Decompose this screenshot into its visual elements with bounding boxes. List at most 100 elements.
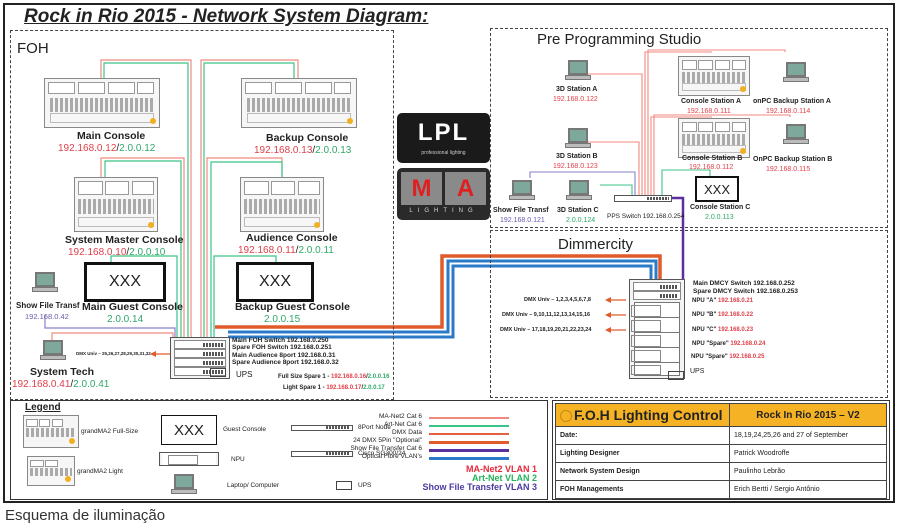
title-block-header-right: Rock In Rio 2015 – V2 xyxy=(729,403,887,427)
system-master-console-label: System Master Console xyxy=(65,234,184,246)
legend-line-label: MA-Net2 Cat 6 xyxy=(379,413,422,420)
legend-node-icon xyxy=(291,425,353,431)
lpl-logo: LPL professional lighting xyxy=(397,113,490,163)
foh-ups-icon xyxy=(210,368,226,377)
console-station-a-label: Console Station A xyxy=(681,98,742,105)
legend-npu-icon xyxy=(159,452,219,466)
dimmercity-zone-label: Dimmercity xyxy=(558,236,633,253)
ma-lighting-logo: M A LIGHTING xyxy=(397,168,490,220)
audience-console-ip: 192.168.0.11/2.0.0.11 xyxy=(238,245,334,256)
cable-artnet-backupguest xyxy=(213,255,277,340)
console-station-b-ip: 192.168.0.112 xyxy=(689,164,734,171)
npu-c-unit xyxy=(631,332,680,348)
npu-b-unit xyxy=(631,317,680,333)
3d-station-b-ip: 192.168.0.123 xyxy=(553,163,598,170)
onpc-backup-b-laptop-icon xyxy=(783,124,809,146)
show-file-laptop-icon xyxy=(32,272,58,294)
legend-title: Legend xyxy=(25,402,61,413)
system-tech-ip: 192.168.0.41/2.0.0.41 xyxy=(12,379,110,390)
legend-ups-icon xyxy=(336,481,352,490)
backup-console-label: Backup Console xyxy=(266,132,349,144)
console-station-c-ip: 2.0.0.113 xyxy=(705,214,734,221)
3d-station-a-label: 3D Station A xyxy=(556,86,598,93)
foh-dmx-output-label: DMX Univ – 25,26,27,28,29,30,31,32 xyxy=(76,351,151,356)
main-audience-8port-label: Main Audience 8port 192.168.0.31 xyxy=(232,351,336,359)
console-station-c-label: Console Station C xyxy=(690,204,751,211)
cable-artnet-mainguest xyxy=(110,255,178,340)
legend-full-size-icon xyxy=(23,415,79,448)
onpc-backup-a-ip: 192.168.0.114 xyxy=(766,108,811,115)
audience-console-label: Audience Console xyxy=(246,232,338,244)
legend-line-swatch xyxy=(429,449,509,452)
foh-rack-labels: Main FOH Switch 192.168.0.250 Spare FOH … xyxy=(232,337,339,366)
pps-switch-label: PPS Switch 192.168.0.254 xyxy=(607,213,685,220)
foh-management-value: Erich Bertti / Sergio Antônio xyxy=(729,480,887,499)
foh-zone-label: FOH xyxy=(17,40,49,57)
lighting-designer-label: Lighting Designer xyxy=(555,444,730,463)
legend-line-label: DMX Data xyxy=(392,429,422,436)
cable-artnet-sysmaster xyxy=(104,160,182,340)
backup-guest-console-box: XXX xyxy=(236,262,314,302)
legend-vlan-list: MA-Net2 VLAN 1 Art-Net VLAN 2 Show File … xyxy=(422,465,537,492)
cable-manet-sysmaster xyxy=(100,157,185,340)
dmx-arrow-2 xyxy=(605,312,611,318)
dmx-output-1-label: DMX Univ – 1,2,3,4,5,6,7,8 xyxy=(524,297,591,303)
cable-showfile-foh xyxy=(44,315,176,340)
pre-programming-zone xyxy=(490,28,888,228)
foh-zone xyxy=(10,30,394,400)
cable-artnet-main xyxy=(103,62,189,340)
network-design-value: Paulinho Lebrão xyxy=(729,462,887,481)
main-console-ip: 192.168.0.12/2.0.0.12 xyxy=(58,143,156,154)
lighting-designer-value: Patrick Woodroffe xyxy=(729,444,887,463)
foh-rack xyxy=(170,337,230,379)
legend-cisco-label: Cisco SG300/24 xyxy=(358,450,406,457)
legend-light-label: grandMA2 Light xyxy=(77,468,123,475)
npu-a-unit xyxy=(631,302,680,318)
console-station-a-ip: 192.168.0.111 xyxy=(687,108,731,115)
main-guest-console-box: XXX xyxy=(84,262,166,302)
dimmercity-zone xyxy=(490,230,888,398)
dimmercity-switch-labels: Main DMCY Switch 192.168.0.252 Spare DMC… xyxy=(693,280,798,295)
pre-programming-zone-label: Pre Programming Studio xyxy=(537,31,702,48)
ma-logo-sub: LIGHTING xyxy=(409,208,478,214)
legend-npu-label: NPU xyxy=(231,456,245,463)
foh-ups-label: UPS xyxy=(236,370,253,379)
legend-line-label: Art-Net Cat 6 xyxy=(384,421,422,428)
lpl-logo-text: LPL xyxy=(417,119,470,146)
3d-station-c-laptop-icon xyxy=(566,180,592,202)
legend-panel: Legend grandMA2 Full-Size grandMA2 Light… xyxy=(10,400,548,500)
vlan-3-label: Show File Transfer VLAN 3 xyxy=(422,482,537,492)
backup-guest-console-ip: 2.0.0.15 xyxy=(264,314,301,325)
dmx-output-3-label: DMX Univ – 17,18,19,20,21,22,23,24 xyxy=(500,327,592,333)
title-block-header-left: F.O.H Lighting Control xyxy=(555,403,730,427)
npu-spare-1-label: NPU "Spare" 192.168.0.24 xyxy=(692,341,766,347)
console-station-a-icon xyxy=(678,56,750,96)
3d-station-a-laptop-icon xyxy=(565,60,591,82)
dimmercity-rack xyxy=(629,279,685,379)
main-console-label: Main Console xyxy=(77,130,146,142)
legend-line-label: 24 DMX 5Pin "Optional" xyxy=(353,437,422,444)
ma-logo-m: M xyxy=(401,172,442,205)
3d-station-c-ip: 2.0.0.124 xyxy=(566,217,596,224)
legend-ups-label: UPS xyxy=(358,482,372,489)
backup-console-ip: 192.168.0.13/2.0.0.13 xyxy=(254,145,352,156)
npu-c-label: NPU "C" 192.168.0.23 xyxy=(692,327,754,333)
pps-show-file-ip: 192.168.0.121 xyxy=(500,217,545,224)
vlan-2-label: Art-Net VLAN 2 xyxy=(471,473,537,483)
cable-showfile-trunk xyxy=(670,196,685,282)
3d-station-b-laptop-icon xyxy=(565,128,591,150)
spare-dmcy-switch-label: Spare DMCY Switch 192.168.0.253 xyxy=(693,287,799,295)
npu-b-label: NPU "B" 192.168.0.22 xyxy=(692,312,754,318)
title-block-table: F.O.H Lighting Control Rock In Rio 2015 … xyxy=(555,403,887,499)
legend-line-swatch xyxy=(429,457,509,460)
legend-full-size-label: grandMA2 Full-Size xyxy=(81,428,139,435)
foh-management-label: FOH Managements xyxy=(555,480,730,499)
main-dmcy-switch-label: Main DMCY Switch 192.168.0.252 xyxy=(693,280,795,287)
caption: Esquema de iluminação xyxy=(5,507,166,524)
main-foh-switch-label: Main FOH Switch 192.168.0.250 xyxy=(232,337,329,344)
light-spare: Light Spare 1 - 192.168.0.17/2.0.0.17 xyxy=(283,385,385,391)
3d-station-c-label: 3D Station C xyxy=(557,207,599,214)
legend-line-swatch xyxy=(429,433,509,435)
system-tech-laptop-icon xyxy=(40,340,66,362)
date-value: 18,19,24,25,26 and 27 of September xyxy=(729,426,887,445)
